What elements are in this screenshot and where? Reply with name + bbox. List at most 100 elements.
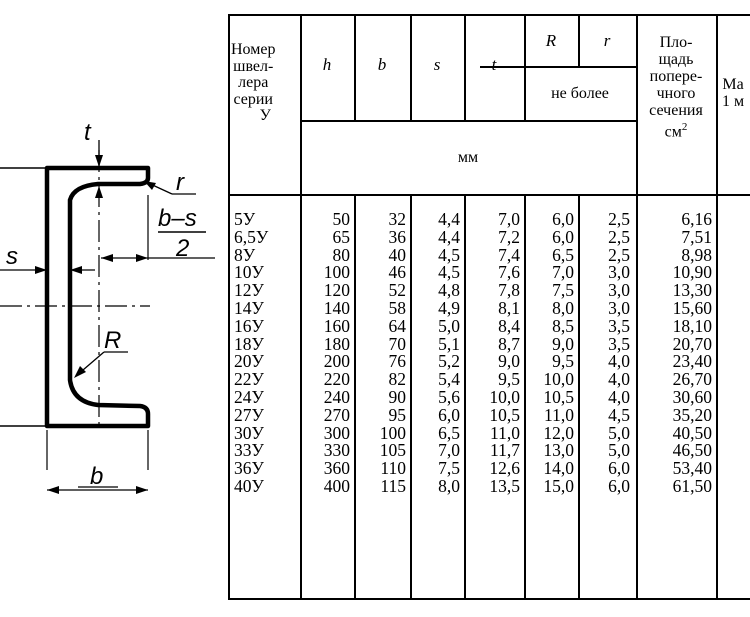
table-cell-R: 8,5 [552, 315, 574, 336]
area-unit-sup: 2 [681, 121, 688, 133]
table-cell-s: 5,1 [438, 333, 460, 354]
table-cell-b: 100 [379, 422, 406, 443]
table-cell-r: 5,0 [608, 422, 630, 443]
col-rule [300, 14, 302, 600]
table-cell-mass: 14 [716, 318, 750, 336]
s-arrowhead [70, 266, 82, 274]
header-mass-line: 1 м [722, 93, 745, 110]
header-mass: Ма 1 м [722, 76, 744, 110]
table-cell-r: 3,0 [608, 262, 630, 283]
header-area-line: чного [656, 85, 696, 102]
table-cell-s: 5,2 [438, 351, 460, 372]
R-label: R [104, 327, 121, 354]
header-area-line: сечения [649, 102, 703, 119]
header-area: Пло- щадь попере- чного сечения см2 [636, 34, 716, 140]
table-cell-R: 9,0 [552, 333, 574, 354]
table-cell-R: 6,5 [552, 244, 574, 265]
table-cell-name: 12У [234, 280, 264, 301]
table-cell-area: 13,30 [672, 280, 712, 301]
table-cell-s: 4,8 [438, 280, 460, 301]
table-cell-mass: 36 [716, 442, 750, 460]
table-cell-mass: 7 [716, 247, 750, 265]
table-cell-mass: 31 [716, 425, 750, 443]
table-cell-r: 3,0 [608, 297, 630, 318]
b-label: b [90, 463, 103, 490]
table-cell-t: 7,4 [498, 244, 520, 265]
r-arrowhead [144, 181, 156, 190]
table-cell-area: 26,70 [672, 369, 712, 390]
table-cell-mass: 21 [716, 371, 750, 389]
table-cell-area: 40,50 [672, 422, 712, 443]
header-mm: мм [457, 149, 479, 166]
table-cell-name: 18У [234, 333, 264, 354]
col-rule [464, 194, 466, 600]
table-cell-r: 3,5 [608, 315, 630, 336]
table-cell-b: 76 [388, 351, 407, 372]
header-area-line: щадь [658, 51, 694, 68]
table-cell-s: 5,4 [438, 369, 460, 390]
table-cell-mass: 12 [716, 300, 750, 318]
b-arrowhead [47, 486, 59, 494]
table-cell-h: 400 [323, 475, 350, 496]
table-cell-name: 30У [234, 422, 264, 443]
table-cell-b: 115 [380, 475, 406, 496]
table-cell-t: 7,2 [498, 226, 520, 247]
table-cell-area: 53,40 [672, 458, 712, 479]
header-name-line: Номер [231, 41, 276, 58]
bs2-arrowhead [136, 254, 148, 262]
table-cell-name: 40У [234, 475, 264, 496]
table-cell-R: 13,0 [543, 440, 574, 461]
col-rule [578, 14, 580, 66]
table-cell-r: 2,5 [608, 209, 630, 229]
table-top-border [228, 14, 750, 16]
table-cell-h: 50 [332, 209, 351, 229]
table-left-border [228, 14, 230, 600]
table-cell-R: 7,0 [552, 262, 574, 283]
table-cell-s: 6,5 [438, 422, 460, 443]
header-name-line: швел- [233, 57, 274, 75]
col-rule [524, 14, 526, 120]
table-cell-s: 5,0 [438, 315, 460, 336]
table-cell-h: 65 [332, 226, 351, 247]
table-cell-t: 11,0 [490, 422, 520, 443]
table-cell-s: 7,0 [438, 440, 460, 461]
table-cell-t: 8,1 [498, 297, 520, 318]
table-cell-b: 52 [388, 280, 407, 301]
table-cell-area: 23,40 [672, 351, 712, 372]
table-cell-R: 15,0 [543, 475, 574, 496]
col-rule [410, 14, 412, 120]
col-mass: 4578101214161821242731364148 [716, 211, 750, 496]
table-cell-mass: 24 [716, 389, 750, 407]
header-R: R [545, 31, 557, 50]
table-cell-area: 30,60 [672, 386, 712, 407]
table-cell-R: 6,0 [552, 209, 574, 229]
table-cell-name: 22У [234, 369, 264, 390]
table-cell-r: 4,0 [608, 369, 630, 390]
table-cell-mass: 8 [716, 264, 750, 282]
header-h: h [322, 55, 332, 74]
header-not-more: не более [551, 85, 609, 102]
header-area-unit: см2 [636, 119, 716, 140]
table-bottom-border [228, 598, 750, 600]
r-label: r [176, 169, 185, 196]
table-cell-s: 4,4 [438, 226, 460, 247]
table-cell-area: 20,70 [672, 333, 712, 354]
table-cell-area: 15,60 [672, 297, 712, 318]
t-label: t [84, 119, 92, 146]
table-cell-mass: 18 [716, 353, 750, 371]
col-rule [410, 194, 412, 600]
table-cell-R: 11,0 [544, 404, 574, 425]
header-area-line: попере- [649, 68, 703, 85]
table-cell-area: 46,50 [672, 440, 712, 461]
table-cell-R: 7,5 [552, 280, 574, 301]
table-cell-b: 95 [388, 404, 407, 425]
table-cell-name: 6,5У [234, 226, 269, 247]
table-cell-r: 6,0 [608, 475, 630, 496]
table-cell-r: 2,5 [608, 226, 630, 247]
header-b: b [377, 55, 387, 74]
table-cell-b: 64 [388, 315, 407, 336]
